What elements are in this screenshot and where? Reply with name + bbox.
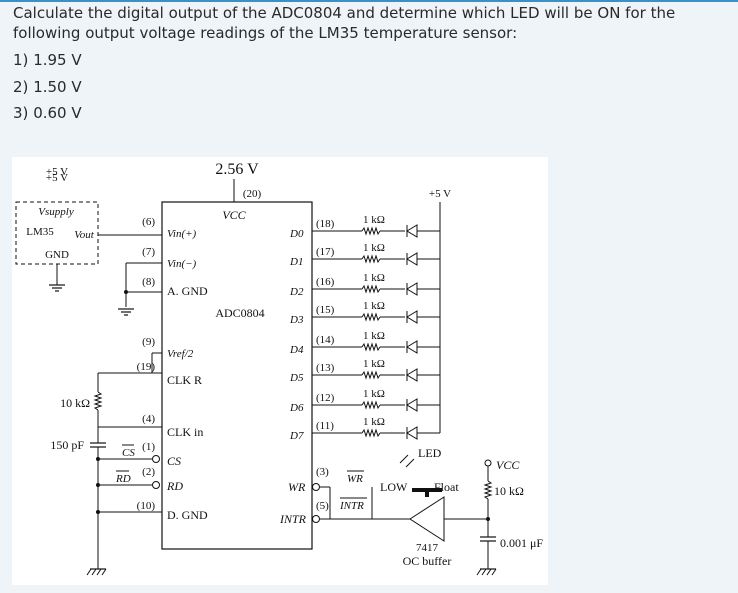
- pin10-label: D. GND: [167, 508, 208, 522]
- float-label: Float: [434, 480, 459, 494]
- d5-label: D5: [289, 372, 304, 384]
- pin1-label: CS: [167, 454, 181, 468]
- low-label: LOW: [380, 480, 408, 494]
- d3-resistor: 1 kΩ: [363, 300, 385, 312]
- pin19-label: CLK R: [167, 373, 202, 387]
- pin8-num: (8): [142, 276, 155, 288]
- clk-resistor-label: 10 kΩ: [60, 396, 90, 410]
- output-d1: D1 (17) 1 kΩ: [289, 242, 385, 268]
- led-supply-label: +5 V: [429, 188, 451, 200]
- option-2: 2) 1.50 V: [13, 78, 82, 96]
- d0-pin: (18): [316, 218, 335, 230]
- intr-pin: (5): [316, 500, 329, 512]
- low-float-marker: [412, 488, 442, 492]
- output-pins: D0 (18) 1 kΩ D1 (17) 1 kΩ D2 (16) 1 kΩ D3 (15) 1…: [289, 214, 385, 442]
- d3-label: D3: [289, 314, 304, 326]
- d0-label: D0: [289, 228, 304, 240]
- d3-pin: (15): [316, 304, 335, 316]
- d2-resistor: 1 kΩ: [363, 272, 385, 284]
- d1-pin: (17): [316, 246, 335, 258]
- cap-right-label: 0.001 μF: [500, 536, 543, 550]
- d5-resistor: 1 kΩ: [363, 358, 385, 370]
- oc-buffer: [409, 496, 445, 542]
- pin10-num: (10): [137, 500, 156, 512]
- option-value: 1.95 V: [33, 51, 82, 69]
- rd-bar-label: RD: [115, 473, 131, 485]
- intr-label: INTR: [279, 512, 307, 526]
- output-d2: D2 (16) 1 kΩ: [289, 272, 385, 298]
- adc-circuit-figure: ADC0804 +5 V 2.56 V (20) VCC +5 V Vsuppl…: [12, 157, 548, 585]
- pin19-num: (19): [137, 361, 156, 373]
- pin4-num: (4): [142, 413, 155, 425]
- sensor-vsupply: Vsupply: [38, 206, 74, 218]
- pin9-num: (9): [142, 336, 155, 348]
- pin6-label: Vin(+): [167, 228, 197, 240]
- pin1-num: (1): [142, 441, 155, 453]
- d4-pin: (14): [316, 334, 335, 346]
- d7-pin: (11): [316, 420, 334, 432]
- question-text: Calculate the digital output of the ADC0…: [13, 4, 676, 42]
- top-border: [0, 0, 738, 2]
- sensor-name: LM35: [26, 226, 54, 238]
- option-1: 1) 1.95 V: [13, 51, 82, 69]
- circuit-schematic: ADC0804 +5 V 2.56 V (20) VCC +5 V Vsuppl…: [15, 161, 543, 576]
- pin9-label: Vref/2: [167, 348, 194, 360]
- option-number: 2): [13, 78, 29, 96]
- d6-pin: (12): [316, 392, 335, 404]
- d7-resistor: 1 kΩ: [363, 416, 385, 428]
- option-value: 1.50 V: [33, 78, 82, 96]
- output-d5: D5 (13) 1 kΩ: [289, 358, 385, 384]
- led-array: [406, 224, 418, 440]
- led-label: LED: [418, 446, 442, 460]
- pin8-label: A. GND: [167, 284, 208, 298]
- intr-bar-label: INTR: [339, 500, 364, 512]
- option-3: 3) 0.60 V: [13, 104, 82, 122]
- d5-pin: (13): [316, 362, 335, 374]
- cs-bar-label: CS: [122, 447, 135, 459]
- vcc-label: VCC: [222, 208, 246, 222]
- pin2-num: (2): [142, 466, 155, 478]
- pin6-num: (6): [142, 216, 155, 228]
- vcc-right-label: VCC: [496, 458, 520, 472]
- chip-name: ADC0804: [215, 306, 264, 320]
- wr-bar-label: WR: [347, 473, 363, 485]
- buffer-type: OC buffer: [403, 554, 452, 568]
- output-d4: D4 (14) 1 kΩ: [289, 330, 385, 356]
- option-number: 1): [13, 51, 29, 69]
- vref-value-label: 2.56 V: [215, 161, 259, 178]
- option-number: 3): [13, 104, 29, 122]
- d2-label: D2: [289, 286, 304, 298]
- pin7-label: Vin(−): [167, 258, 197, 270]
- output-d3: D3 (15) 1 kΩ: [289, 300, 385, 326]
- pin2-label: RD: [166, 479, 183, 493]
- pin7-num: (7): [142, 246, 155, 258]
- output-d7: D7 (11) 1 kΩ: [289, 416, 385, 442]
- pin4-label: CLK in: [167, 425, 203, 439]
- pullup-label: 10 kΩ: [494, 484, 524, 498]
- d6-resistor: 1 kΩ: [363, 388, 385, 400]
- d0-resistor: 1 kΩ: [363, 214, 385, 226]
- wr-label: WR: [288, 480, 306, 494]
- d7-label: D7: [289, 430, 304, 442]
- supply-5v-left: +5 V: [46, 172, 68, 184]
- vcc-pin-num: (20): [243, 188, 262, 200]
- output-d0: D0 (18) 1 kΩ: [289, 214, 385, 240]
- option-value: 0.60 V: [33, 104, 82, 122]
- d6-label: D6: [289, 402, 304, 414]
- d2-pin: (16): [316, 276, 335, 288]
- output-d6: D6 (12) 1 kΩ: [289, 388, 385, 414]
- clk-cap-label: 150 pF: [50, 438, 84, 452]
- vref-supply-label: +5 V: [46, 166, 68, 178]
- d4-resistor: 1 kΩ: [363, 330, 385, 342]
- buffer-part: 7417: [416, 542, 439, 554]
- d4-label: D4: [289, 344, 304, 356]
- wr-pin: (3): [316, 466, 329, 478]
- d1-resistor: 1 kΩ: [363, 242, 385, 254]
- d1-label: D1: [289, 256, 303, 268]
- sensor-vout: Vout: [74, 229, 95, 241]
- sensor-gnd: GND: [45, 249, 69, 261]
